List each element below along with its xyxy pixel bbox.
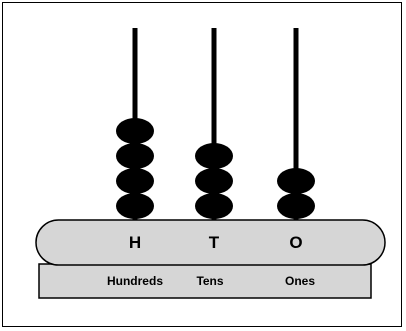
tens-letter: T bbox=[209, 233, 220, 252]
tens-bead bbox=[195, 143, 233, 169]
hundreds-bead bbox=[116, 118, 154, 144]
hundreds-bead bbox=[116, 168, 154, 194]
tens-bead bbox=[195, 193, 233, 219]
ones-bead bbox=[277, 193, 315, 219]
tens-bead bbox=[195, 168, 233, 194]
ones-label: Ones bbox=[285, 274, 315, 288]
hundreds-bead bbox=[116, 143, 154, 169]
hundreds-bead bbox=[116, 193, 154, 219]
beads-layer bbox=[116, 118, 315, 219]
ones-letter: O bbox=[289, 233, 302, 252]
hundreds-letter: H bbox=[129, 233, 141, 252]
ones-bead bbox=[277, 168, 315, 194]
hundreds-label: Hundreds bbox=[107, 274, 163, 288]
tens-label: Tens bbox=[196, 274, 223, 288]
abacus-frame-bar bbox=[35, 219, 386, 266]
